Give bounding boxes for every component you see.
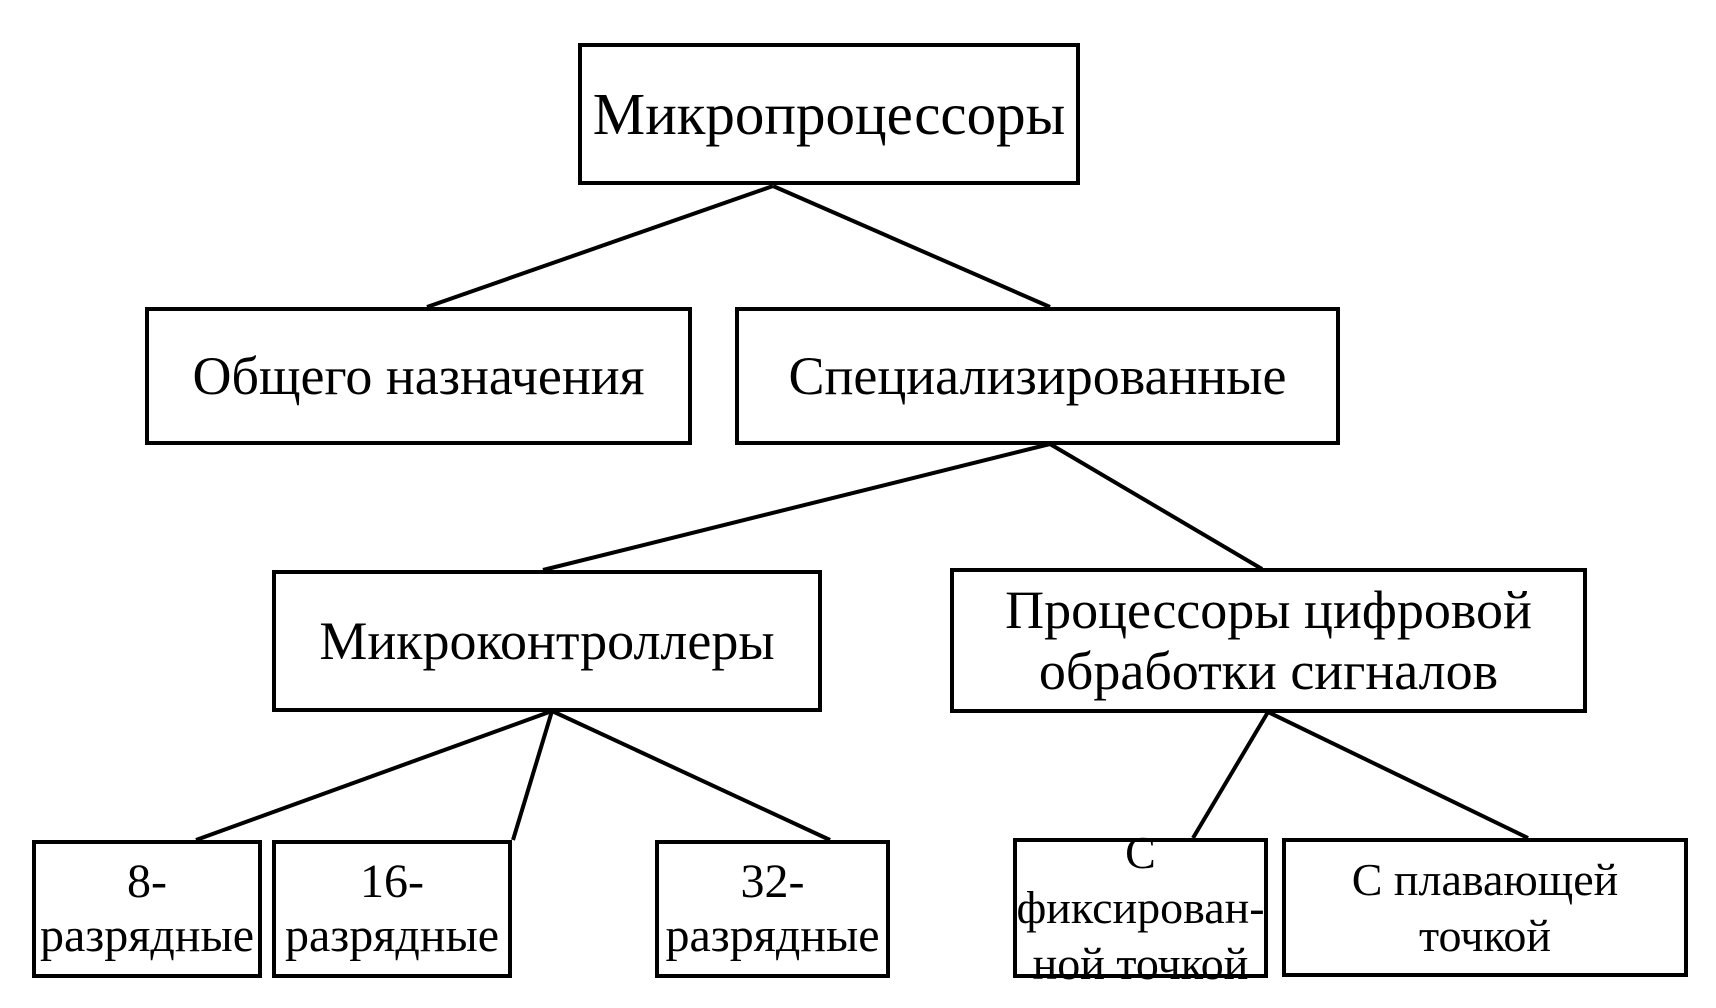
node-dsp[interactable]: Процессоры цифровой обработки сигналов [950,568,1587,713]
connector-microprocessors-to-general-purpose [426,184,774,309]
node-general-purpose[interactable]: Общего назначения [145,307,692,445]
node-microprocessors[interactable]: Микропроцессоры [578,43,1080,185]
node-dsp-floating-point[interactable]: С плавающей точкой [1282,838,1688,977]
node-label-mcu-8bit: 8-разрядные [40,855,255,962]
connector-microcontrollers-to-mcu-8bit [195,709,553,842]
node-mcu-16bit[interactable]: 16-разрядные [272,840,512,978]
connector-specialized-to-dsp [1048,442,1264,571]
node-specialized[interactable]: Специализированные [735,307,1340,445]
connector-dsp-to-dsp-floating-point [1267,710,1529,840]
node-mcu-8bit[interactable]: 8-разрядные [32,840,262,978]
node-label-dsp: Процессоры цифровой обработки сигналов [1005,580,1532,701]
connector-dsp-to-dsp-fixed-point [1191,710,1270,840]
node-label-general-purpose: Общего назначения [192,345,645,406]
node-label-mcu-16bit: 16-разрядные [284,855,499,962]
connector-specialized-to-microcontrollers [542,442,1051,572]
node-microcontrollers[interactable]: Микроконтроллеры [272,570,822,712]
connector-microprocessors-to-specialized [772,184,1051,309]
connector-microcontrollers-to-mcu-32bit [551,709,831,842]
node-label-microcontrollers: Микроконтроллеры [319,610,775,671]
node-label-dsp-fixed-point: С фиксирован- ной точкой [1016,827,1265,989]
node-mcu-32bit[interactable]: 32-разрядные [655,840,890,978]
node-label-microprocessors: Микропроцессоры [592,80,1066,147]
connector-microcontrollers-to-mcu-16bit [511,710,554,841]
node-label-mcu-32bit: 32-разрядные [665,855,880,962]
node-dsp-fixed-point[interactable]: С фиксирован- ной точкой [1013,827,1268,989]
node-label-specialized: Специализированные [788,345,1287,406]
node-label-dsp-floating-point: С плавающей точкой [1351,854,1619,961]
